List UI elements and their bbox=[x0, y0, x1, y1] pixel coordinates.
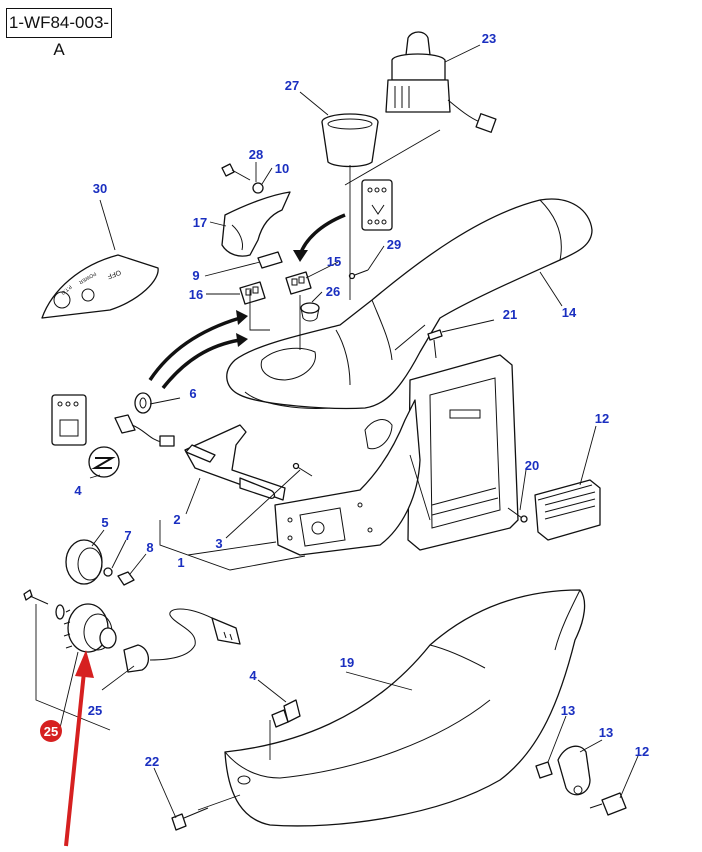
switch-part-17 bbox=[285, 271, 312, 295]
cup-holder-part-28 bbox=[321, 113, 379, 168]
highlight-arrow bbox=[64, 650, 94, 847]
callout-21: 20 bbox=[525, 458, 539, 473]
screw-part-22 bbox=[427, 329, 443, 359]
decal-part-31: OFF POWER P.T.O bbox=[41, 254, 159, 319]
callout-13: 13 bbox=[599, 725, 613, 740]
callout-2: 2 bbox=[173, 512, 180, 527]
connector-harness bbox=[114, 414, 175, 447]
callout-20: 19 bbox=[340, 655, 354, 670]
callout-leader-lines bbox=[59, 44, 639, 819]
callout-18: 16 bbox=[189, 287, 203, 302]
callout-15: 13 bbox=[561, 703, 575, 718]
grille-block-part-12 bbox=[534, 479, 601, 541]
armrest-housing-part-16 bbox=[226, 198, 593, 410]
symbol-disc-part-5 bbox=[88, 446, 120, 478]
washer-part-11 bbox=[252, 182, 264, 194]
standoff-part-4 bbox=[271, 699, 301, 728]
joystick-part-24 bbox=[385, 31, 497, 133]
callout-27: 26 bbox=[326, 284, 340, 299]
rotary-switch-part-25 bbox=[63, 603, 117, 653]
callout-23: 22 bbox=[145, 754, 159, 769]
callout-22: 21 bbox=[503, 307, 517, 322]
sensor-cable-part-26 bbox=[123, 608, 241, 673]
callout-28: 27 bbox=[285, 78, 299, 93]
callout-14: 12 bbox=[635, 744, 649, 759]
bolt-part-23 bbox=[171, 807, 209, 831]
callout-8: 7 bbox=[124, 528, 131, 543]
install-arrows bbox=[148, 213, 346, 390]
callout-19: 17 bbox=[193, 215, 207, 230]
cover-trim-part-19 bbox=[221, 191, 291, 257]
callout-4: 4 bbox=[249, 668, 257, 683]
side-bracket-plate bbox=[407, 354, 519, 551]
callout-6: 5 bbox=[101, 515, 108, 530]
callout-11: 10 bbox=[275, 161, 289, 176]
screw-part-29 bbox=[221, 163, 251, 181]
lower-shell-part-20 bbox=[224, 589, 586, 827]
assembly-guide-lines bbox=[35, 129, 441, 811]
callout-24: 23 bbox=[482, 31, 496, 46]
callout-10: 8 bbox=[146, 540, 153, 555]
decal-off-text: OFF bbox=[106, 268, 122, 279]
screw-and-washer-left bbox=[23, 589, 65, 620]
callout-labels: 23 27 28 10 30 17 29 9 15 16 26 21 14 6 … bbox=[74, 31, 649, 769]
grommet-part-7 bbox=[134, 392, 152, 414]
callout-29: 28 bbox=[249, 147, 263, 162]
callout-16: 14 bbox=[562, 305, 577, 320]
callout-9: 9 bbox=[192, 268, 199, 283]
callout-30: 29 bbox=[387, 237, 401, 252]
screw-part-3 bbox=[292, 462, 313, 477]
callout-3: 3 bbox=[215, 536, 222, 551]
callout-1: 1 bbox=[177, 555, 184, 570]
screw-part-30 bbox=[348, 269, 369, 280]
button-part-27 bbox=[300, 302, 320, 322]
bolt-part-14 bbox=[589, 792, 627, 816]
lower-frame-part-1 bbox=[274, 399, 421, 556]
callout-7: 6 bbox=[189, 386, 196, 401]
mounting-bracket-part-2 bbox=[184, 424, 286, 501]
clip-part-9 bbox=[257, 251, 283, 269]
washer-part-8 bbox=[103, 567, 113, 577]
callout-26: 25 bbox=[88, 703, 102, 718]
symbol-plate-lower bbox=[51, 394, 87, 446]
screw-part-21 bbox=[507, 507, 528, 523]
clamp-part-13 bbox=[557, 745, 591, 796]
callout-5: 4 bbox=[74, 483, 82, 498]
knob-part-6 bbox=[65, 539, 103, 585]
switch-part-18 bbox=[239, 281, 266, 305]
callout-31: 30 bbox=[93, 181, 107, 196]
symbol-plate-upper bbox=[361, 179, 393, 231]
callout-12: 12 bbox=[595, 411, 609, 426]
nut-part-10 bbox=[117, 571, 135, 586]
nut-part-15 bbox=[535, 761, 553, 779]
drawing-reference-code: 1-WF84-003-A bbox=[6, 8, 112, 59]
highlighted-callout-25: 25 bbox=[40, 720, 62, 742]
callout-17: 15 bbox=[327, 254, 341, 269]
callout-25: 25 bbox=[44, 724, 58, 739]
